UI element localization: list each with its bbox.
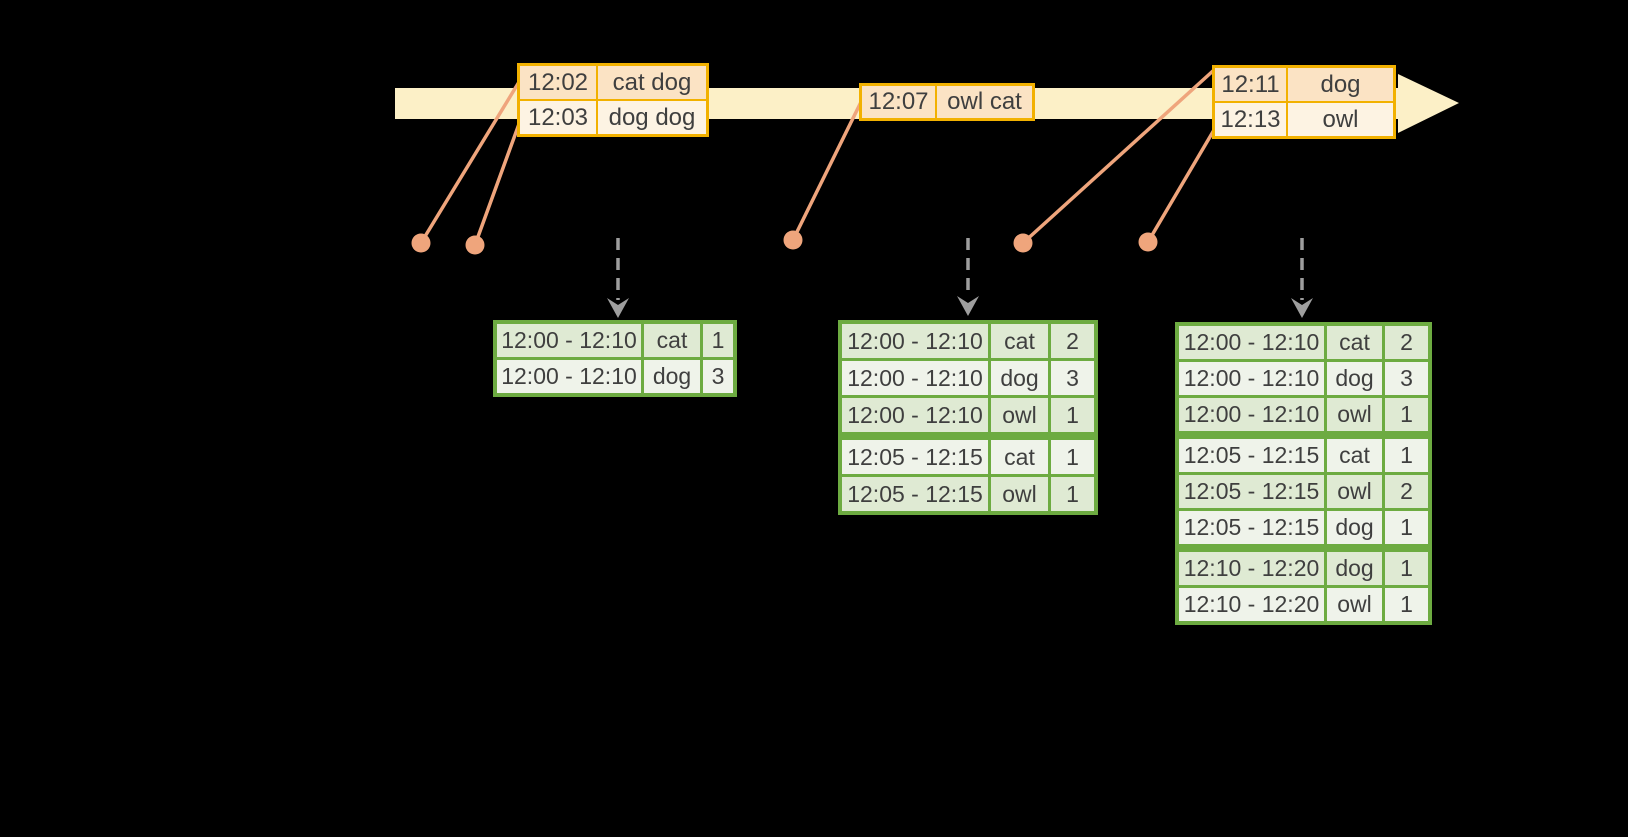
result-word: owl: [991, 477, 1048, 511]
window-group-separator: [1179, 434, 1428, 436]
event-words: owl: [1288, 103, 1393, 136]
result-window: 12:00 - 12:10: [1179, 362, 1324, 395]
trigger-arrowheads: [607, 296, 1313, 318]
result-window: 12:00 - 12:10: [1179, 398, 1324, 431]
result-count: 3: [1051, 361, 1094, 395]
event-dot: [411, 233, 431, 253]
result-window: 12:00 - 12:10: [497, 324, 641, 357]
event-dot: [783, 230, 803, 250]
result-count: 1: [1385, 552, 1428, 585]
event-time: 12:13: [1215, 103, 1286, 136]
result-window: 12:00 - 12:10: [842, 398, 988, 432]
event-words: dog: [1288, 68, 1393, 101]
result-count: 1: [1385, 511, 1428, 544]
result-count: 2: [1385, 326, 1428, 359]
result-word: owl: [1327, 475, 1382, 508]
result-window: 12:05 - 12:15: [1179, 475, 1324, 508]
event-line: [1021, 68, 1216, 245]
timeline-arrowhead-icon: [1398, 74, 1459, 133]
result-window: 12:05 - 12:15: [1179, 511, 1324, 544]
result-word: dog: [1327, 362, 1382, 395]
result-count: 1: [1385, 439, 1428, 472]
result-count: 1: [703, 324, 733, 357]
event-dot: [1013, 233, 1033, 253]
event-line: [791, 101, 863, 241]
down-arrowhead-icon: [607, 298, 629, 318]
result-count: 2: [1385, 475, 1428, 508]
result-count: 3: [703, 360, 733, 393]
result-word: dog: [1327, 552, 1382, 585]
result-word: cat: [991, 324, 1048, 358]
result-word: owl: [1327, 398, 1382, 431]
result-window: 12:00 - 12:10: [842, 324, 988, 358]
event-time: 12:11: [1215, 68, 1286, 101]
result-word: owl: [991, 398, 1048, 432]
result-word: dog: [991, 361, 1048, 395]
event-line: [419, 81, 521, 244]
result-window: 12:05 - 12:15: [1179, 439, 1324, 472]
result-word: owl: [1327, 588, 1382, 621]
down-arrowhead-icon: [1291, 298, 1313, 318]
event-time: 12:07: [862, 86, 935, 118]
result-window: 12:05 - 12:15: [842, 440, 988, 474]
result-word: dog: [1327, 511, 1382, 544]
result-word: cat: [991, 440, 1048, 474]
result-word: cat: [644, 324, 700, 357]
window-group-separator: [842, 435, 1094, 437]
result-count: 3: [1385, 362, 1428, 395]
result-window: 12:00 - 12:10: [497, 360, 641, 393]
result-count: 1: [1385, 588, 1428, 621]
result-word: cat: [1327, 439, 1382, 472]
event-dots: [411, 230, 1158, 255]
event-line: [1146, 129, 1216, 243]
event-line: [473, 123, 521, 246]
event-words: cat dog: [598, 66, 706, 99]
result-count: 1: [1051, 477, 1094, 511]
down-arrowhead-icon: [957, 296, 979, 316]
result-window: 12:05 - 12:15: [842, 477, 988, 511]
result-window: 12:10 - 12:20: [1179, 552, 1324, 585]
event-time: 12:03: [520, 101, 596, 134]
result-window: 12:00 - 12:10: [842, 361, 988, 395]
window-group-separator: [1179, 547, 1428, 549]
event-time: 12:02: [520, 66, 596, 99]
result-word: dog: [644, 360, 700, 393]
result-count: 1: [1385, 398, 1428, 431]
event-dot: [1138, 232, 1158, 252]
result-count: 1: [1051, 398, 1094, 432]
trigger-arrow-lines: [616, 238, 1304, 300]
event-connectors: [419, 68, 1216, 246]
result-window: 12:00 - 12:10: [1179, 326, 1324, 359]
result-count: 1: [1051, 440, 1094, 474]
result-window: 12:10 - 12:20: [1179, 588, 1324, 621]
result-count: 2: [1051, 324, 1094, 358]
event-words: dog dog: [598, 101, 706, 134]
event-dot: [465, 235, 485, 255]
result-word: cat: [1327, 326, 1382, 359]
event-words: owl cat: [937, 86, 1032, 118]
